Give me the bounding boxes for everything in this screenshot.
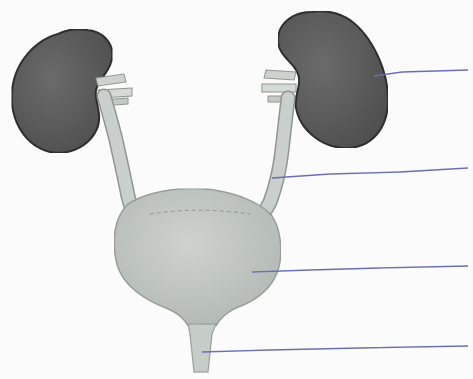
left-kidney [12, 29, 112, 153]
urinary-bladder [114, 189, 281, 326]
left-ureter [104, 96, 134, 214]
leader-line-ureter [272, 168, 468, 178]
leader-line-bladder [252, 266, 468, 272]
leader-line-kidney [374, 70, 468, 76]
leader-line-urethra [202, 346, 468, 352]
right-ureter [258, 98, 288, 220]
urethra [188, 324, 216, 372]
